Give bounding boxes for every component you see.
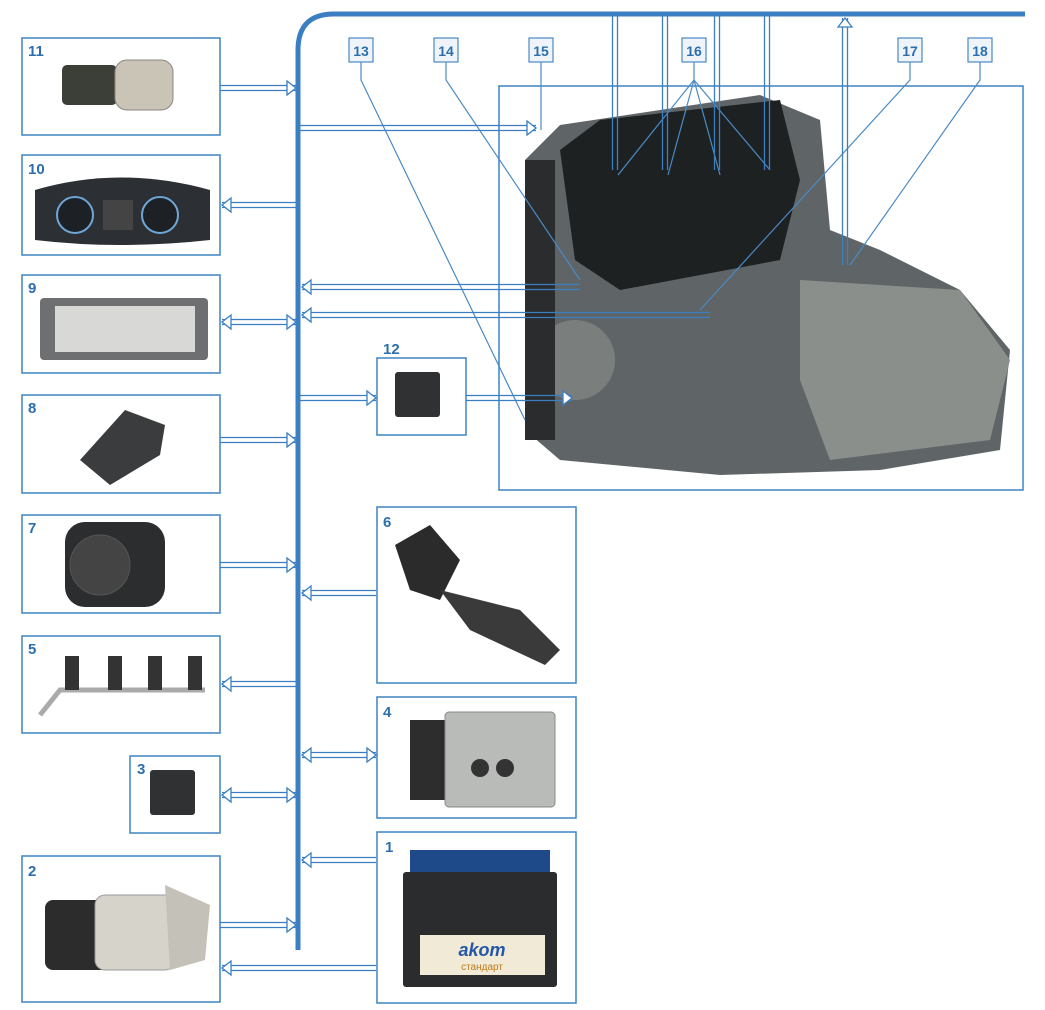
component-7: 7 xyxy=(21,514,221,614)
mass-air-flow-sensor-image xyxy=(65,522,165,607)
component-2: 2 xyxy=(21,855,221,1003)
svg-text:8: 8 xyxy=(28,400,36,417)
component-11: 11 xyxy=(21,37,221,136)
map-sensor-image xyxy=(80,410,165,485)
arrow-bus-to-12 xyxy=(300,389,378,407)
component-8: 8 xyxy=(21,394,221,494)
arrow-18-to-bus xyxy=(836,16,854,265)
svg-text:12: 12 xyxy=(383,341,400,358)
relay-image xyxy=(150,770,195,815)
ecu-image xyxy=(410,711,556,808)
arrow-14-to-bus xyxy=(300,278,580,296)
component-6: 6 xyxy=(376,506,577,684)
accelerator-pedal-image xyxy=(395,525,560,665)
component-5: 5 xyxy=(21,635,221,734)
arrow-8-to-bus xyxy=(220,431,298,449)
component-3: 3 xyxy=(129,755,221,834)
line-bus-to-16 xyxy=(611,16,619,170)
callout-16: 16 xyxy=(681,37,707,80)
engine-image xyxy=(525,95,1010,475)
svg-text:3: 3 xyxy=(137,761,145,778)
svg-text:2: 2 xyxy=(28,863,36,880)
relay-image xyxy=(395,372,440,417)
arrow-1-to-2 xyxy=(220,959,376,977)
arrow-3-bidirectional xyxy=(220,786,298,804)
signal-bus xyxy=(295,11,1025,950)
svg-text:7: 7 xyxy=(28,520,36,537)
svg-text:стандарт: стандарт xyxy=(461,962,503,973)
arrow-2-to-bus xyxy=(220,916,298,934)
svg-text:18: 18 xyxy=(972,43,988,59)
svg-text:4: 4 xyxy=(383,704,392,721)
battery-image: akom стандарт xyxy=(403,850,557,987)
callout-15: 15 xyxy=(528,37,554,130)
callout-18: 18 xyxy=(849,37,993,266)
callout-16-leader xyxy=(617,79,695,176)
svg-text:9: 9 xyxy=(28,280,36,297)
arrow-bus-to-10 xyxy=(220,196,296,214)
arrow-4-bidirectional xyxy=(300,746,378,764)
ignition-switch-image xyxy=(45,885,210,971)
diagnostic-connector-image xyxy=(40,298,208,360)
arrow-6-to-bus xyxy=(300,584,376,602)
component-1: 1 akom стандарт xyxy=(376,831,577,1004)
component-4: 4 xyxy=(376,696,577,819)
arrow-11-to-bus xyxy=(220,79,298,97)
svg-text:10: 10 xyxy=(28,161,45,178)
line-bus-to-16 xyxy=(713,16,721,170)
svg-text:14: 14 xyxy=(438,43,454,59)
instrument-cluster-image xyxy=(35,177,210,245)
callout-labels: 13 14 15 16 17 18 xyxy=(348,37,993,421)
callout-17: 17 xyxy=(699,37,923,311)
svg-text:13: 13 xyxy=(353,43,369,59)
arrow-17-to-bus xyxy=(300,306,710,324)
svg-text:5: 5 xyxy=(28,641,36,658)
svg-text:akom: akom xyxy=(458,940,505,960)
arrow-9-bidirectional xyxy=(220,313,298,331)
svg-text:15: 15 xyxy=(533,43,549,59)
callout-16-leader xyxy=(667,79,695,176)
arrow-bus-to-5 xyxy=(220,675,296,693)
svg-text:1: 1 xyxy=(385,839,393,856)
svg-text:6: 6 xyxy=(383,514,391,531)
arrow-12-to-engine xyxy=(466,389,574,407)
callout-16-leader xyxy=(693,79,721,176)
signal-arrows xyxy=(220,16,854,977)
component-9: 9 xyxy=(21,274,221,374)
component-10: 10 xyxy=(21,154,221,256)
callout-14: 14 xyxy=(433,37,581,281)
arrow-1-to-bus xyxy=(300,851,376,869)
callout-16-leader xyxy=(693,79,771,171)
line-bus-to-16 xyxy=(661,16,669,170)
svg-text:11: 11 xyxy=(28,43,44,60)
svg-text:16: 16 xyxy=(686,43,702,59)
line-bus-to-16 xyxy=(763,16,771,170)
component-12: 12 xyxy=(376,341,467,436)
pressure-sensor-image xyxy=(62,59,174,111)
svg-text:17: 17 xyxy=(902,43,918,59)
fuel-rail-injectors-image xyxy=(38,656,205,717)
callout-13: 13 xyxy=(348,37,526,421)
arrow-bus-to-15 xyxy=(300,119,538,137)
arrow-7-to-bus xyxy=(220,556,298,574)
engine-assembly xyxy=(498,85,1024,491)
